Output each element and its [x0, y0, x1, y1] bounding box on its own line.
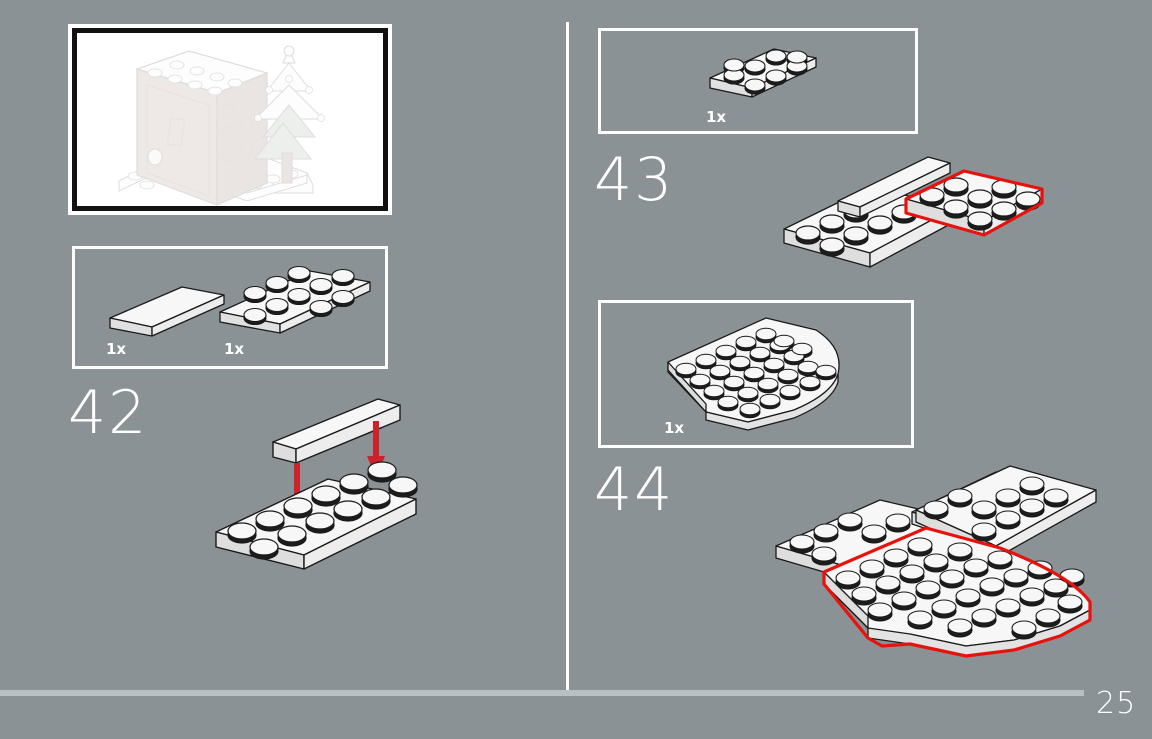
qty-label-step-42-part-1: 1x: [106, 340, 127, 358]
qty-label-step-42-part-2: 1x: [224, 340, 245, 358]
step-number-43: 43: [594, 145, 675, 215]
page-number: 25: [1096, 686, 1137, 721]
parts-callout-step-44: [598, 300, 914, 448]
parts-illustration-step-44: [598, 300, 914, 448]
part-tile-1x4: [109, 286, 225, 337]
parts-callout-step-42: [72, 246, 388, 369]
footer-rule: [0, 690, 1084, 696]
parts-callout-step-43: [598, 28, 918, 134]
build-illustration-step-44: [760, 450, 1125, 665]
new-part-highlight-outline: [904, 169, 1044, 237]
finished-model-preview-box: [72, 28, 388, 211]
column-divider: [566, 22, 569, 690]
preview-stage: [77, 33, 383, 206]
step-number-42: 42: [68, 378, 149, 448]
step-number-44: 44: [594, 455, 675, 525]
build-illustration-step-42: [200, 395, 450, 595]
new-part-highlight-outline: [822, 526, 1092, 658]
parts-illustration-step-42: [72, 246, 388, 369]
preview-model-illustration: [118, 45, 325, 206]
build-illustration-step-43: [760, 145, 1060, 285]
parts-illustration-step-43: [598, 28, 918, 134]
existing-tile-1x4: [837, 156, 951, 218]
qty-label-step-43-part-1: 1x: [706, 108, 727, 126]
floating-tile-1x4: [272, 398, 401, 464]
qty-label-step-44-part-1: 1x: [664, 419, 685, 437]
